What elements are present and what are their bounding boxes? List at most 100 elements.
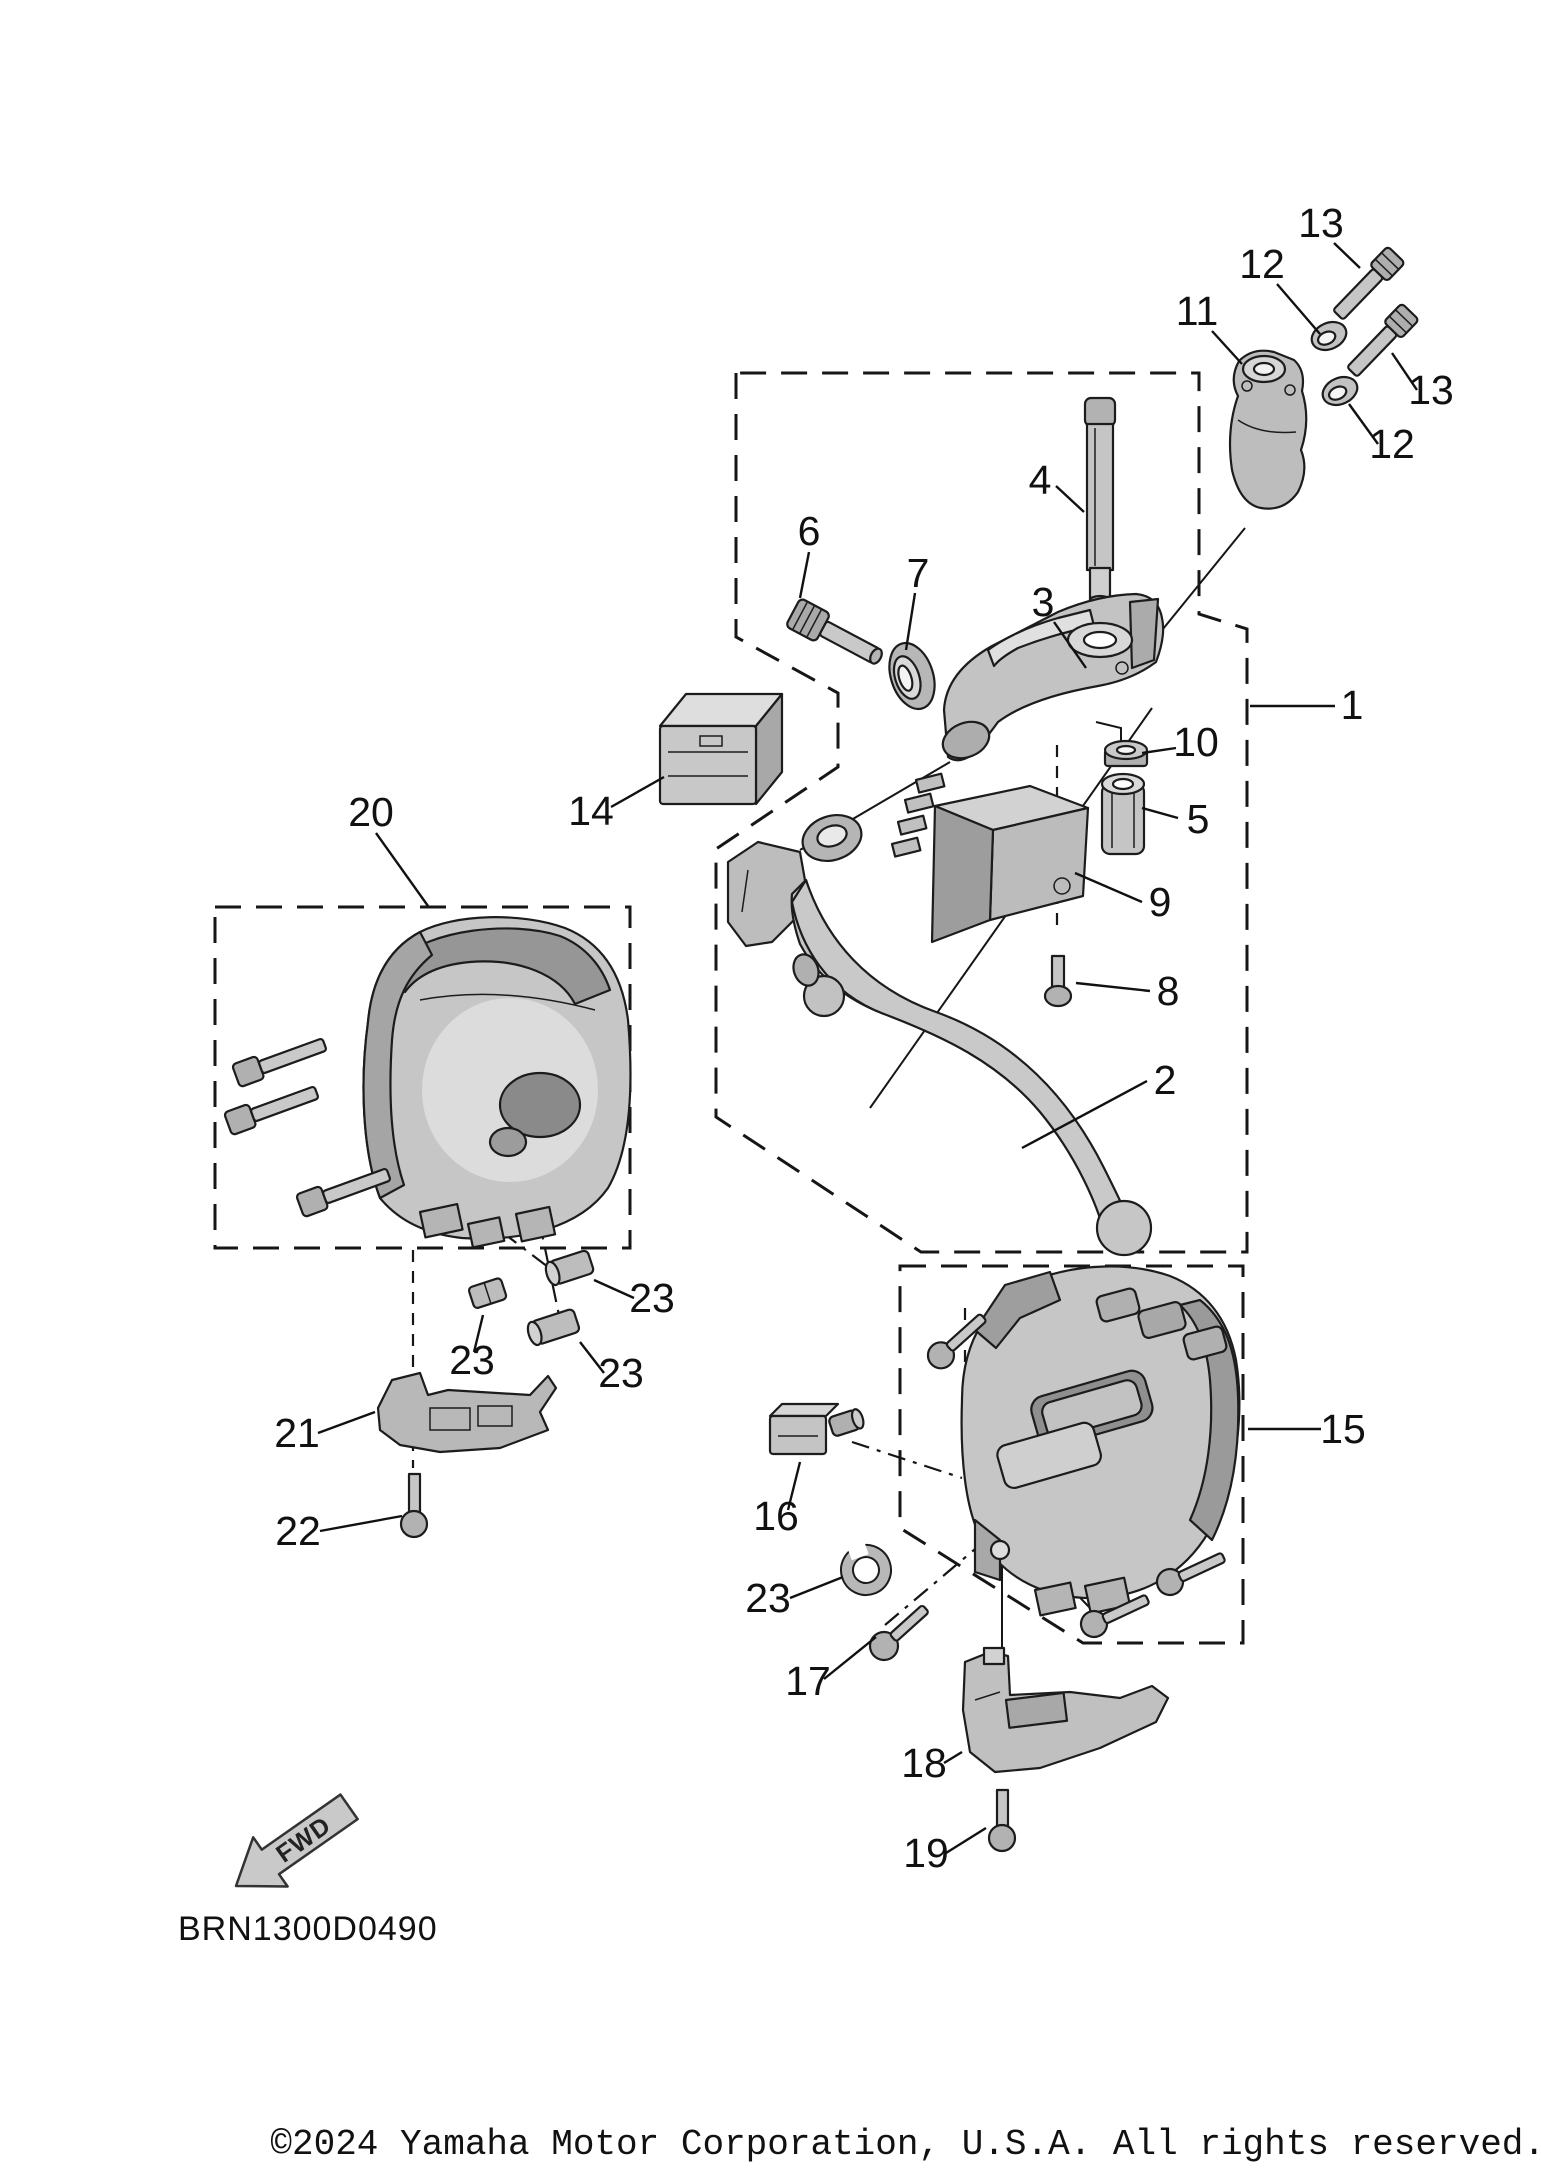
callout-number-1: 1 <box>1341 682 1364 728</box>
callout-number-23: 23 <box>745 1575 791 1621</box>
callout-leader-14 <box>610 775 665 809</box>
switch-holder-part18 <box>961 1646 1170 1774</box>
boot-washer-part7 <box>888 641 936 711</box>
fwd-direction-arrow: FWD <box>234 1793 359 1888</box>
bracket11-axis <box>1149 527 1246 646</box>
handlebar-bracket-part11 <box>1228 349 1308 510</box>
callout-number-9: 9 <box>1149 879 1172 925</box>
figure-code: BRN1300D0490 <box>178 1910 438 1948</box>
part-callout-23: 23 <box>579 1341 644 1396</box>
switch-bolt-right-a <box>1079 1594 1150 1639</box>
wire-connector-part14 <box>658 692 784 806</box>
damper-part23-c <box>526 1308 581 1347</box>
callout-leader-12 <box>1348 403 1379 445</box>
connector16-axis <box>851 1440 963 1480</box>
switch-bolt-left-3 <box>295 1167 391 1218</box>
switch-screw-part8 <box>1043 954 1073 1008</box>
callout-number-20: 20 <box>348 789 394 835</box>
part-callout-20: 20 <box>348 789 429 907</box>
callout-number-23: 23 <box>629 1275 675 1321</box>
bolt-part13-bottom <box>1347 303 1419 377</box>
callout-leader-18 <box>943 1750 963 1765</box>
switch-bolt-left-2 <box>223 1085 319 1136</box>
damper-part23-a <box>467 1277 508 1309</box>
clutch-switch-part9 <box>890 772 1090 944</box>
callout-leader-23 <box>593 1278 635 1300</box>
callout-leader-23 <box>472 1314 485 1353</box>
right-switch-housing-part15 <box>960 1265 1241 1617</box>
callout-number-11: 11 <box>1176 288 1219 334</box>
part-callout-22: 22 <box>275 1508 403 1554</box>
callout-number-6: 6 <box>798 508 821 554</box>
left-switch-housing-part20 <box>362 916 632 1249</box>
callout-number-5: 5 <box>1187 796 1210 842</box>
part-callout-7: 7 <box>904 550 930 651</box>
callout-leader-20 <box>375 832 429 907</box>
part-callout-16: 16 <box>753 1461 802 1539</box>
callout-leader-10 <box>1141 746 1177 755</box>
part-callout-23: 23 <box>745 1575 844 1621</box>
bolt-part13-top <box>1333 246 1405 320</box>
callout-number-13: 13 <box>1298 200 1344 246</box>
part-callout-19: 19 <box>903 1826 987 1876</box>
part-callout-23: 23 <box>449 1314 495 1383</box>
callout-leader-17 <box>823 1636 877 1680</box>
switch-screw-top-right-box <box>926 1313 987 1370</box>
callout-number-10: 10 <box>1173 719 1219 765</box>
callout-leader-12 <box>1276 283 1321 335</box>
callout-number-8: 8 <box>1157 968 1180 1014</box>
clutch-lever-assembly-box <box>714 371 1249 1254</box>
callout-number-12: 12 <box>1239 241 1285 287</box>
callout-number-21: 21 <box>274 1410 320 1456</box>
callout-number-3: 3 <box>1032 579 1055 625</box>
pivot-nut-part10 <box>1103 739 1149 768</box>
part-callout-17: 17 <box>785 1636 877 1704</box>
callout-leader-2 <box>1021 1079 1148 1150</box>
callout-leader-6 <box>798 551 811 599</box>
callout-number-16: 16 <box>753 1493 799 1539</box>
callout-number-13: 13 <box>1408 367 1454 413</box>
damper23-axis-b <box>535 1209 562 1321</box>
master-cylinder-holder-part3 <box>941 592 1165 762</box>
part-callout-3: 3 <box>1032 579 1087 669</box>
part-callout-11: 11 <box>1176 288 1243 365</box>
callout-leader-13 <box>1333 242 1361 269</box>
callout-leader-11 <box>1211 330 1243 365</box>
washer-part12-top <box>1310 320 1348 352</box>
damper-part23-b <box>544 1249 595 1287</box>
callout-number-23: 23 <box>598 1350 644 1396</box>
callout-leader-19 <box>945 1826 987 1855</box>
callout-number-4: 4 <box>1029 457 1052 503</box>
callout-leader-8 <box>1075 981 1151 993</box>
part-callout-13: 13 <box>1298 200 1361 269</box>
holder-screw-part22 <box>399 1472 429 1539</box>
part-callout-2: 2 <box>1021 1057 1176 1150</box>
switch-bolt-right-b <box>1155 1552 1226 1597</box>
part-callout-14: 14 <box>568 775 665 834</box>
callout-number-14: 14 <box>568 788 614 834</box>
part-callout-21: 21 <box>274 1410 376 1456</box>
part-callout-6: 6 <box>798 508 821 599</box>
switch-screw-part17 <box>868 1604 929 1662</box>
left-handle-switch-box <box>213 905 632 1250</box>
nut10-hook <box>1095 721 1122 744</box>
part-callout-12: 12 <box>1239 241 1321 335</box>
callout-number-17: 17 <box>785 1658 831 1704</box>
clutch-lever-part2 <box>726 814 1153 1257</box>
group-boxes <box>213 371 1249 1645</box>
part-callout-1: 1 <box>1250 682 1363 728</box>
part-callout-10: 10 <box>1141 719 1219 765</box>
callout-number-7: 7 <box>907 550 930 596</box>
callout-leader-4 <box>1055 485 1085 513</box>
callout-leader-9 <box>1074 871 1143 904</box>
part-callout-23: 23 <box>593 1275 675 1321</box>
callout-leader-23 <box>579 1341 605 1374</box>
part-callout-15: 15 <box>1248 1406 1366 1452</box>
switch-connector-part16 <box>768 1402 865 1456</box>
callout-leader-16 <box>786 1461 802 1511</box>
pivot-collar-part5 <box>1100 772 1146 856</box>
callout-number-12: 12 <box>1369 421 1415 467</box>
part-callout-8: 8 <box>1075 968 1180 1014</box>
